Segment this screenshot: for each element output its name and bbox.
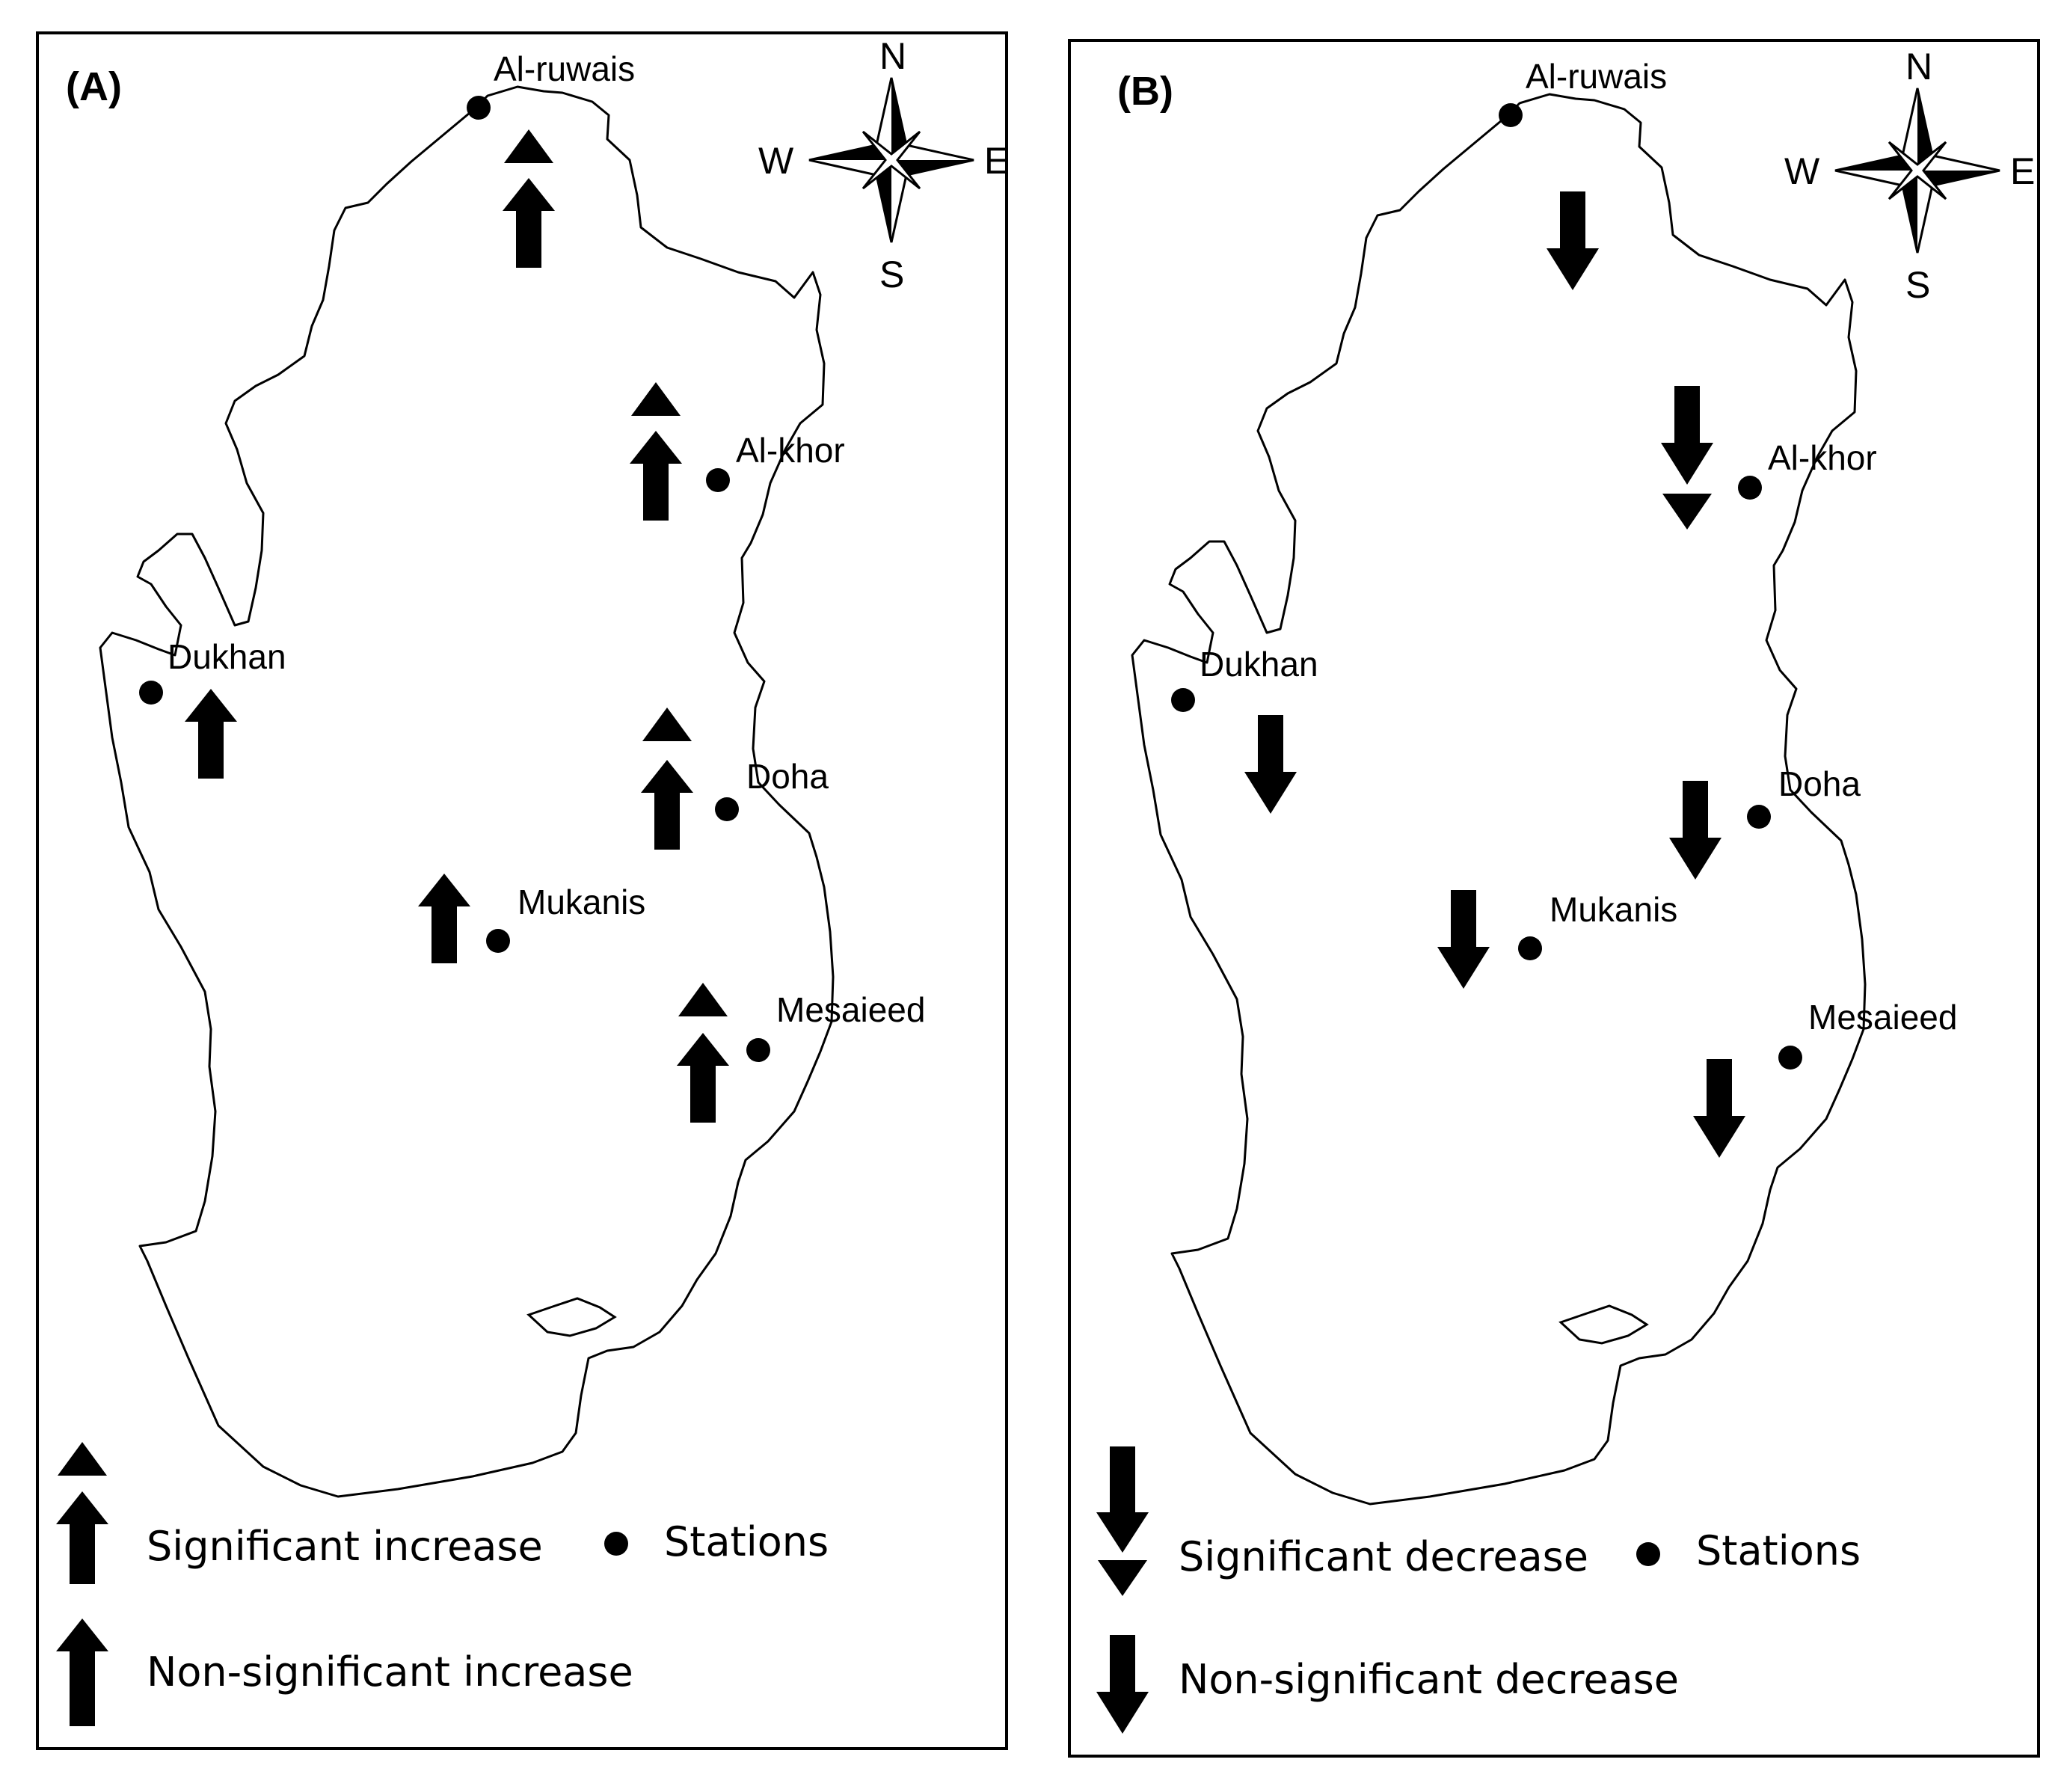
decrease-arrow-icon bbox=[1669, 781, 1722, 880]
station-dot bbox=[1747, 805, 1771, 829]
panel-b-label: (B) bbox=[1117, 69, 1173, 114]
legend-non-significant-label: Non-significant increase bbox=[147, 1648, 633, 1696]
station-label-dukhan: Dukhan bbox=[168, 637, 286, 676]
decrease-arrow-icon bbox=[1547, 191, 1599, 290]
legend-non-significant-arrow-icon bbox=[56, 1618, 108, 1726]
increase-arrow-icon bbox=[630, 431, 682, 521]
panel-a-map: (A) N S E W Al-ruwais Al-khor Dukhan Doh… bbox=[56, 35, 1005, 1726]
compass-west: W bbox=[1784, 150, 1820, 192]
station-label-mesaieed: Mesaieed bbox=[1808, 998, 1957, 1037]
station-dot bbox=[486, 929, 510, 953]
decrease-arrow-icon bbox=[1661, 386, 1713, 485]
legend: Significant decrease Stations Non-signif… bbox=[1096, 1446, 1861, 1734]
legend-significant-label: Significant increase bbox=[147, 1523, 543, 1570]
compass-west: W bbox=[758, 140, 794, 182]
panel-a-label: (A) bbox=[66, 64, 122, 109]
qatar-inlet bbox=[1558, 1304, 1649, 1345]
decrease-arrow-icon bbox=[1437, 890, 1490, 989]
station-dot bbox=[467, 96, 491, 120]
legend-significant-label: Significant decrease bbox=[1179, 1533, 1588, 1580]
significant-increase-triangle-icon bbox=[678, 983, 728, 1016]
compass-south: S bbox=[1905, 264, 1930, 306]
decrease-arrow-icon bbox=[1244, 715, 1297, 814]
legend-station-dot bbox=[604, 1532, 628, 1556]
station-label-doha: Doha bbox=[746, 757, 829, 796]
legend-station-dot bbox=[1636, 1542, 1660, 1566]
panel-b: (B) N S E W Al-ruwais Al-khor Dukhan Doh… bbox=[1068, 39, 2040, 1758]
station-label-al-ruwais: Al-ruwais bbox=[1526, 57, 1667, 96]
significant-increase-triangle-icon bbox=[631, 382, 681, 416]
compass-rose-icon: N S E W bbox=[758, 35, 1005, 295]
significant-decrease-triangle-icon bbox=[1662, 494, 1712, 530]
legend-stations-label: Stations bbox=[664, 1518, 829, 1565]
station-label-mukanis: Mukanis bbox=[518, 883, 645, 921]
station-label-al-khor: Al-khor bbox=[736, 431, 845, 470]
legend: Significant increase Stations Non-signif… bbox=[56, 1442, 829, 1726]
legend-significant-arrow-icon bbox=[1096, 1446, 1149, 1553]
significant-increase-triangle-icon bbox=[642, 708, 692, 741]
compass-north: N bbox=[1905, 46, 1932, 88]
legend-non-significant-arrow-icon bbox=[1096, 1635, 1149, 1734]
station-dot bbox=[746, 1038, 770, 1062]
compass-north: N bbox=[879, 35, 906, 77]
station-label-al-ruwais: Al-ruwais bbox=[494, 49, 635, 88]
station-label-doha: Doha bbox=[1778, 764, 1861, 803]
significant-increase-triangle-icon bbox=[504, 129, 553, 163]
increase-arrow-icon bbox=[677, 1033, 729, 1123]
station-label-mesaieed: Mesaieed bbox=[776, 990, 925, 1029]
increase-arrow-icon bbox=[185, 689, 237, 779]
station-dot bbox=[1778, 1046, 1802, 1070]
compass-south: S bbox=[879, 254, 904, 295]
qatar-outline bbox=[99, 85, 835, 1498]
station-dot bbox=[1499, 103, 1523, 127]
qatar-inlet bbox=[526, 1297, 617, 1337]
legend-stations-label: Stations bbox=[1696, 1527, 1861, 1574]
station-dot bbox=[706, 468, 730, 492]
station-dot bbox=[715, 797, 739, 821]
increase-arrow-icon bbox=[418, 874, 470, 963]
station-dot bbox=[1171, 688, 1195, 712]
station-label-mukanis: Mukanis bbox=[1550, 890, 1677, 929]
legend-significant-arrow-icon bbox=[56, 1491, 108, 1584]
station-label-dukhan: Dukhan bbox=[1200, 645, 1318, 684]
panel-b-map: (B) N S E W Al-ruwais Al-khor Dukhan Doh… bbox=[1096, 46, 2035, 1734]
compass-east: E bbox=[2010, 150, 2035, 192]
compass-east: E bbox=[984, 140, 1005, 182]
station-label-al-khor: Al-khor bbox=[1768, 438, 1877, 477]
legend-significant-triangle-icon bbox=[58, 1442, 107, 1476]
station-dot bbox=[139, 681, 163, 705]
panel-a: (A) N S E W Al-ruwais Al-khor Dukhan Doh… bbox=[36, 31, 1008, 1750]
compass-rose-icon: N S E W bbox=[1784, 46, 2035, 306]
legend-significant-triangle-icon bbox=[1098, 1560, 1147, 1596]
increase-arrow-icon bbox=[641, 760, 693, 850]
legend-non-significant-label: Non-significant decrease bbox=[1179, 1656, 1679, 1703]
station-dot bbox=[1518, 936, 1542, 960]
decrease-arrow-icon bbox=[1693, 1059, 1745, 1158]
station-dot bbox=[1738, 476, 1762, 500]
increase-arrow-icon bbox=[503, 178, 555, 268]
qatar-outline bbox=[1131, 93, 1867, 1506]
